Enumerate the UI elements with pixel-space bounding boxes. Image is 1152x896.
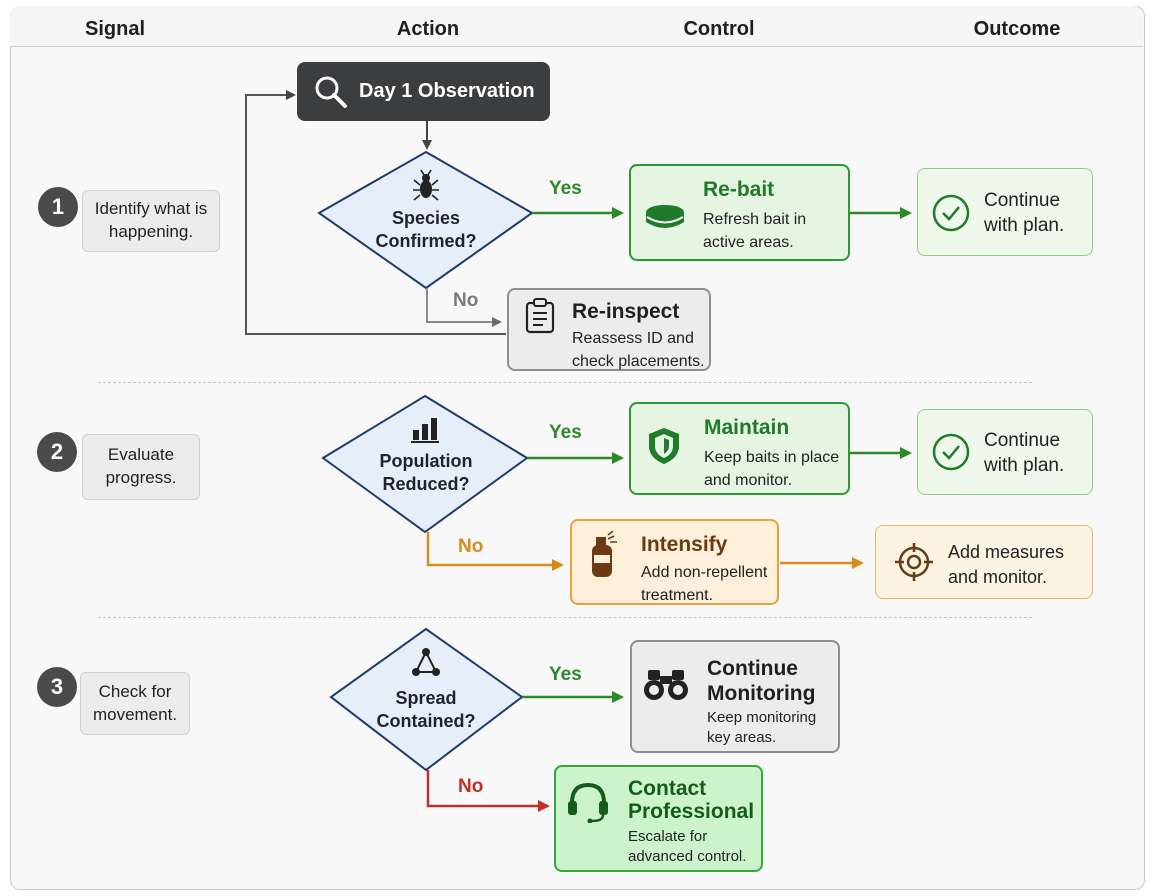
desc-line: key areas. [707, 729, 777, 747]
headset-icon [568, 782, 608, 823]
day1-observation-label: Day 1 Observation [359, 80, 535, 102]
crosshair-icon [895, 543, 933, 581]
row-divider [98, 382, 1032, 383]
column-header-bar [10, 6, 1143, 47]
add-measures-card: Add measures and monitor. [875, 525, 1093, 599]
contact-professional-card: Contact Professional Escalate for advanc… [554, 765, 763, 872]
outcome-line: Continue [984, 430, 1061, 451]
reinspect-desc: Reassess ID and check placements. [572, 327, 705, 373]
decision-text-population: Population Reduced? [380, 450, 473, 497]
network-icon [412, 648, 440, 676]
title-line: Contact [628, 777, 707, 800]
desc-line: Add non-repellent [641, 564, 768, 581]
title-line: Professional [628, 800, 755, 824]
title-line: Continue [707, 657, 798, 680]
column-header-signal: Signal [84, 18, 146, 40]
continue-monitoring-card: Continue Monitoring Keep monitoring key … [630, 640, 840, 753]
desc-line: treatment. [641, 587, 714, 605]
check-circle-icon [932, 194, 970, 232]
desc-line: Reassess ID and [572, 330, 694, 347]
decision-line: Spread [395, 688, 457, 708]
continue-text-1: Continue with plan. [984, 189, 1064, 238]
column-header-outcome: Outcome [973, 18, 1061, 40]
bait-tray-icon [646, 205, 684, 228]
contact-professional-desc: Escalate for advanced control. [628, 827, 746, 868]
yes-label-3: Yes [549, 664, 582, 685]
contact-professional-title: Contact Professional [628, 777, 754, 823]
maintain-title: Maintain [704, 416, 790, 439]
signal-box-3: Check for movement. [80, 672, 190, 735]
no-connector-1 [426, 288, 502, 327]
desc-line: check placements. [572, 353, 705, 371]
column-header-control: Control [683, 18, 755, 40]
desc-line: active areas. [703, 234, 794, 252]
check-circle-icon [932, 433, 970, 471]
row-divider [98, 617, 1032, 618]
continue-outcome-card-1: Continue with plan. [917, 168, 1093, 256]
outcome-line: Continue [984, 190, 1061, 211]
bug-icon [413, 169, 439, 201]
decision-text-species: Species Confirmed? [376, 207, 477, 254]
no-connector-3 [426, 770, 550, 812]
step-number-2: 2 [37, 432, 77, 472]
binoculars-icon [644, 670, 688, 700]
maintain-desc: Keep baits in place and monitor. [704, 446, 839, 492]
title-line: Monitoring [707, 682, 816, 706]
no-label-3: No [458, 776, 484, 797]
step-number-3: 3 [37, 667, 77, 707]
desc-line: Keep baits in place [704, 449, 840, 466]
shield-icon [649, 428, 679, 464]
continue-text-2: Continue with plan. [984, 429, 1064, 478]
no-label-1: No [453, 290, 479, 311]
decision-line: Population [379, 451, 473, 471]
maintain-card: Maintain Keep baits in place and monitor… [629, 402, 850, 495]
decision-line: Reduced? [382, 474, 470, 495]
continue-monitoring-title: Continue Monitoring [707, 656, 815, 706]
no-label-2: No [458, 536, 484, 557]
desc-line: Keep monitoring [707, 709, 817, 726]
continue-monitoring-desc: Keep monitoring key areas. [707, 708, 816, 749]
reinspect-title: Re-inspect [572, 300, 680, 323]
desc-line: and monitor. [704, 472, 793, 490]
clipboard-icon [525, 298, 555, 334]
intensify-title: Intensify [641, 533, 728, 556]
loop-back-connector [245, 90, 506, 335]
decision-line: Species [391, 208, 461, 228]
search-icon [315, 76, 347, 108]
outcome-line: with plan. [984, 454, 1065, 476]
outcome-line: Add measures [948, 542, 1065, 562]
desc-line: Refresh bait in [703, 211, 807, 228]
outcome-line: with plan. [984, 214, 1065, 236]
intensify-card: Intensify Add non-repellent treatment. [570, 519, 779, 605]
desc-line: Escalate for [628, 828, 708, 845]
desc-line: advanced control. [628, 848, 747, 866]
continue-outcome-card-2: Continue with plan. [917, 409, 1093, 495]
no-connector-2 [426, 532, 564, 571]
rebait-desc: Refresh bait in active areas. [703, 208, 806, 254]
decision-line: Confirmed? [375, 231, 477, 252]
day1-observation-box: Day 1 Observation [297, 62, 550, 121]
bar-chart-icon [411, 418, 439, 443]
yes-label-2: Yes [549, 422, 582, 443]
signal-box-1: Identify what is happening. [82, 190, 220, 252]
spray-can-icon [592, 531, 617, 577]
signal-box-2: Evaluate progress. [82, 434, 200, 500]
add-measures-text: Add measures and monitor. [948, 540, 1064, 590]
decision-diamond-spread [329, 627, 524, 772]
rebait-title: Re-bait [703, 178, 775, 201]
reinspect-card: Re-inspect Reassess ID and check placeme… [507, 288, 711, 371]
step-number-1: 1 [38, 187, 78, 227]
decision-line: Contained? [376, 711, 476, 732]
column-header-action: Action [396, 18, 460, 40]
decision-diamond-population [321, 394, 529, 534]
outcome-line: and monitor. [948, 567, 1048, 588]
intensify-desc: Add non-repellent treatment. [641, 561, 767, 607]
rebait-card: Re-bait Refresh bait in active areas. [629, 164, 850, 261]
yes-label-1: Yes [549, 178, 582, 199]
decision-text-spread: Spread Contained? [377, 687, 476, 734]
